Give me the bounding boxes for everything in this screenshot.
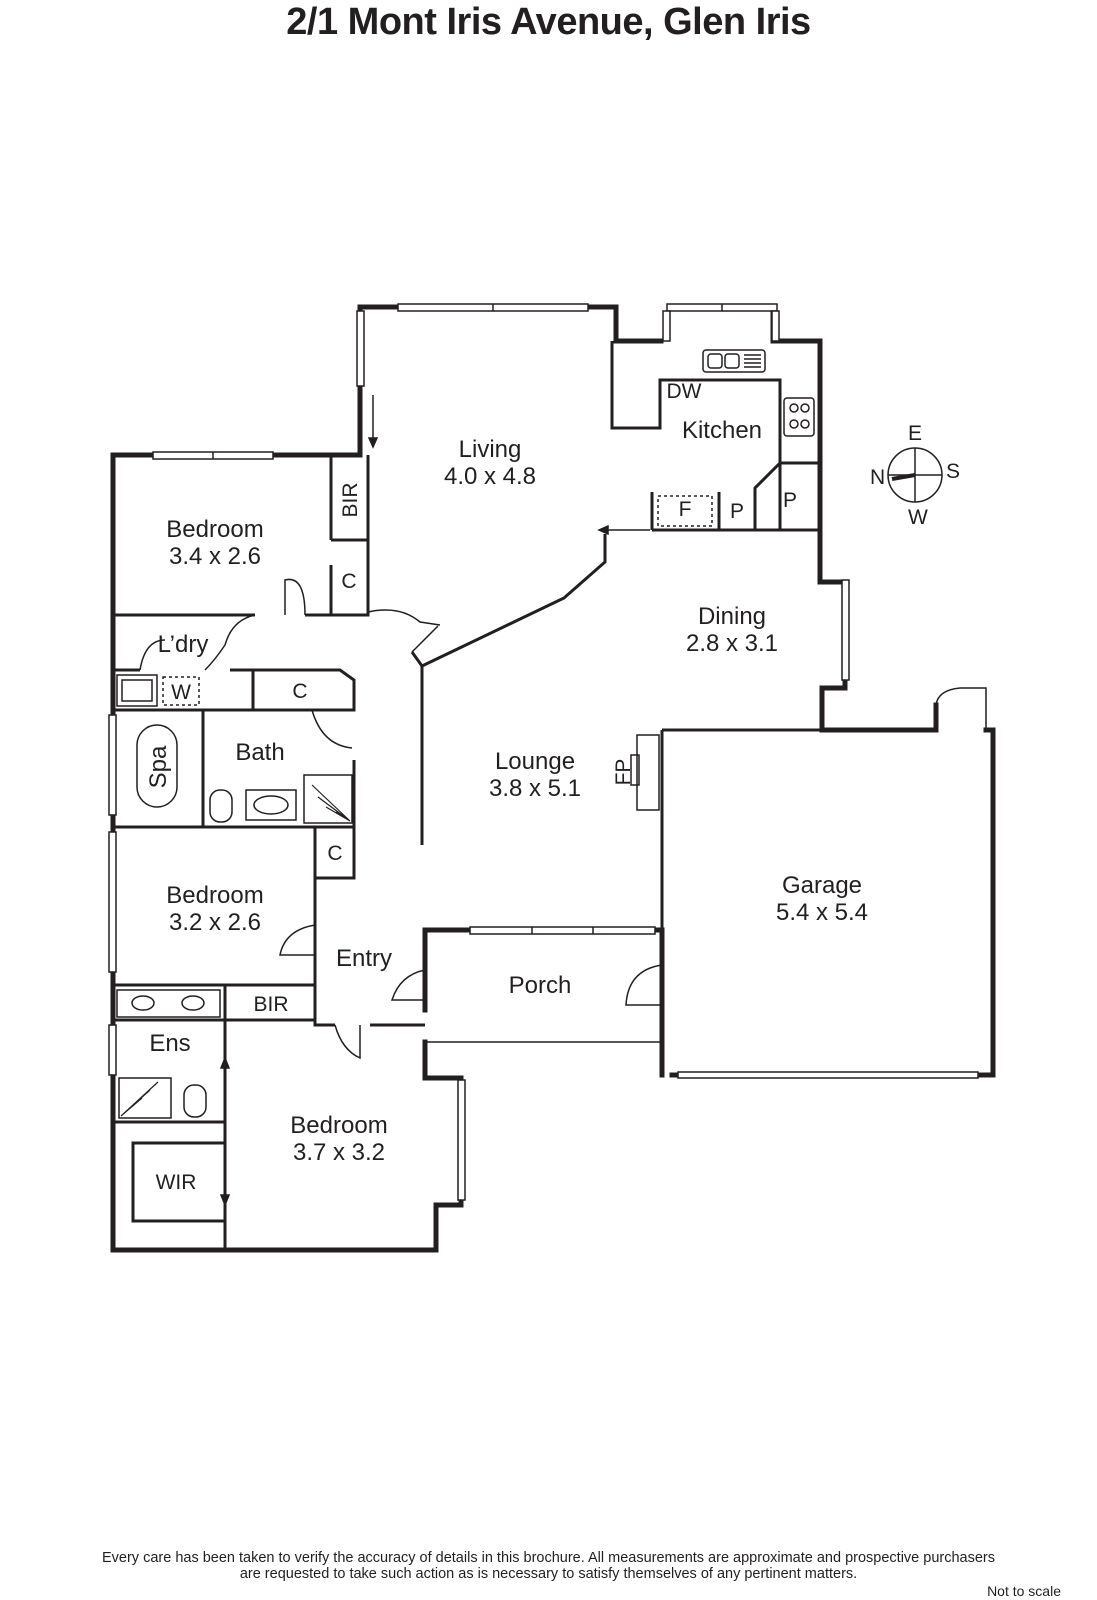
porch-label: Porch xyxy=(509,972,572,999)
closet3-label: C xyxy=(327,842,342,865)
compass-s: S xyxy=(946,460,960,483)
garage-dims: 5.4 x 5.4 xyxy=(776,899,868,926)
shower xyxy=(303,774,353,824)
laundry-label: L’dry xyxy=(158,631,209,658)
garage-label: Garage xyxy=(782,872,862,899)
bedroom2-dims: 3.2 x 2.6 xyxy=(169,909,261,936)
bedroom3-label: Bedroom xyxy=(290,1112,387,1139)
kitchen-label: Kitchen xyxy=(682,417,762,444)
disclaimer-line-2: are requested to take such action as is … xyxy=(239,1566,858,1582)
interior-walls xyxy=(111,341,822,1250)
windows xyxy=(108,303,979,1201)
wir-label: WIR xyxy=(156,1171,197,1194)
lounge-label: Lounge xyxy=(495,748,575,775)
spa-bath xyxy=(136,724,178,808)
spa-label: Spa xyxy=(145,745,172,788)
bedroom1-label: Bedroom xyxy=(166,516,263,543)
kitchen-sink xyxy=(702,349,766,373)
pantry1-label: P xyxy=(730,500,744,523)
cooktop xyxy=(783,397,815,437)
bir1-label: BIR xyxy=(339,482,362,517)
washer-space xyxy=(162,676,200,706)
fixtures xyxy=(116,349,815,1119)
washer-label: W xyxy=(171,681,191,704)
dining-dims: 2.8 x 3.1 xyxy=(686,630,778,657)
doors xyxy=(139,578,987,1060)
entry-label: Entry xyxy=(336,945,392,972)
compass-n: N xyxy=(870,466,885,489)
bedroom2-label: Bedroom xyxy=(166,882,263,909)
pantry2-label: P xyxy=(783,489,797,512)
sliding-door-arrows xyxy=(219,395,650,1208)
bedroom1-dims: 3.4 x 2.6 xyxy=(169,543,261,570)
closet2-label: C xyxy=(292,680,307,703)
dining-label: Dining xyxy=(698,603,766,630)
disclaimer-line-1: Every care has been taken to verify the … xyxy=(101,1550,995,1566)
bedroom3-dims: 3.7 x 3.2 xyxy=(293,1139,385,1166)
living-dims: 4.0 x 4.8 xyxy=(444,463,536,490)
shower-spray-icon xyxy=(120,784,351,1117)
not-to-scale-note: Not to scale xyxy=(987,1583,1061,1599)
fireplace-label: FP xyxy=(612,759,635,786)
lounge-dims: 3.8 x 5.1 xyxy=(489,775,581,802)
compass-icon: E N S W xyxy=(870,422,960,529)
bir2-label: BIR xyxy=(253,993,288,1016)
ens-label: Ens xyxy=(149,1030,190,1057)
bath-label: Bath xyxy=(235,739,284,766)
fridge-space xyxy=(657,495,713,527)
compass-w: W xyxy=(908,506,928,529)
compass-e: E xyxy=(908,422,922,445)
fridge-label: F xyxy=(679,498,692,521)
fireplace xyxy=(636,734,660,811)
living-label: Living xyxy=(459,436,522,463)
closet1-label: C xyxy=(341,570,356,593)
dw-label: DW xyxy=(667,380,702,403)
page-title: 2/1 Mont Iris Avenue, Glen Iris xyxy=(286,1,811,43)
ens-shower xyxy=(118,1077,172,1119)
